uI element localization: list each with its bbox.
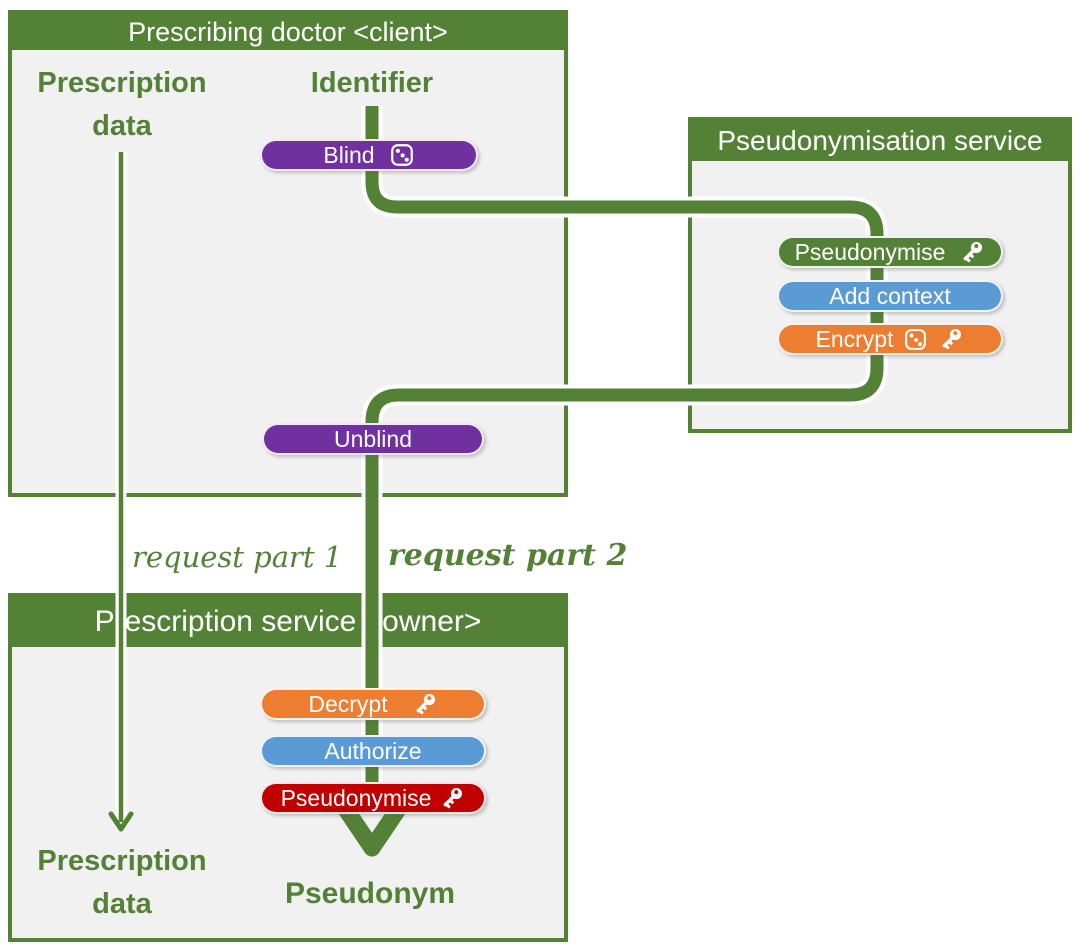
key-icon (938, 326, 964, 352)
pseudonymise-owner-step-label: Pseudonymise (280, 784, 432, 811)
request-part-1-label: request part 1 (132, 540, 343, 574)
decrypt-step-label: Decrypt (308, 690, 388, 717)
prescription-service-panel-title: Prescription service <owner> (12, 597, 564, 647)
dice-icon (903, 327, 928, 352)
doctor-panel-title: Prescribing doctor <client> (12, 14, 564, 50)
prescription-data-bottom-label: Prescription data (37, 845, 207, 920)
key-icon (439, 785, 465, 811)
identifier-label: Identifier (310, 67, 434, 99)
pseudonymise-owner-step: Pseudonymise (260, 782, 486, 814)
add-context-step: Add context (777, 280, 1003, 312)
unblind-step-label: Unblind (334, 425, 412, 452)
pseudonymise-service-step-label: Pseudonymise (794, 238, 946, 265)
encrypt-step: Encrypt (777, 323, 1003, 355)
pseudonymisation-service-panel-title: Pseudonymisation service (692, 121, 1068, 161)
request-part-2-label: request part 2 (388, 538, 628, 573)
dice-icon (389, 142, 415, 168)
pseudonymisation-service-panel: Pseudonymisation service (688, 117, 1072, 433)
blind-step: Blind (260, 139, 478, 171)
prescription-data-top-label: Prescription data (37, 67, 207, 142)
authorize-step-label: Authorize (324, 737, 422, 764)
key-icon (412, 691, 438, 717)
encrypt-step-label: Encrypt (815, 325, 894, 352)
unblind-step: Unblind (262, 423, 484, 455)
decrypt-step: Decrypt (260, 688, 486, 720)
pseudonym-label: Pseudonym (284, 877, 456, 910)
add-context-step-label: Add context (829, 282, 951, 309)
blind-step-label: Blind (323, 141, 375, 168)
key-icon (959, 239, 985, 265)
authorize-step: Authorize (260, 735, 486, 767)
pseudonymise-service-step: Pseudonymise (777, 236, 1003, 268)
